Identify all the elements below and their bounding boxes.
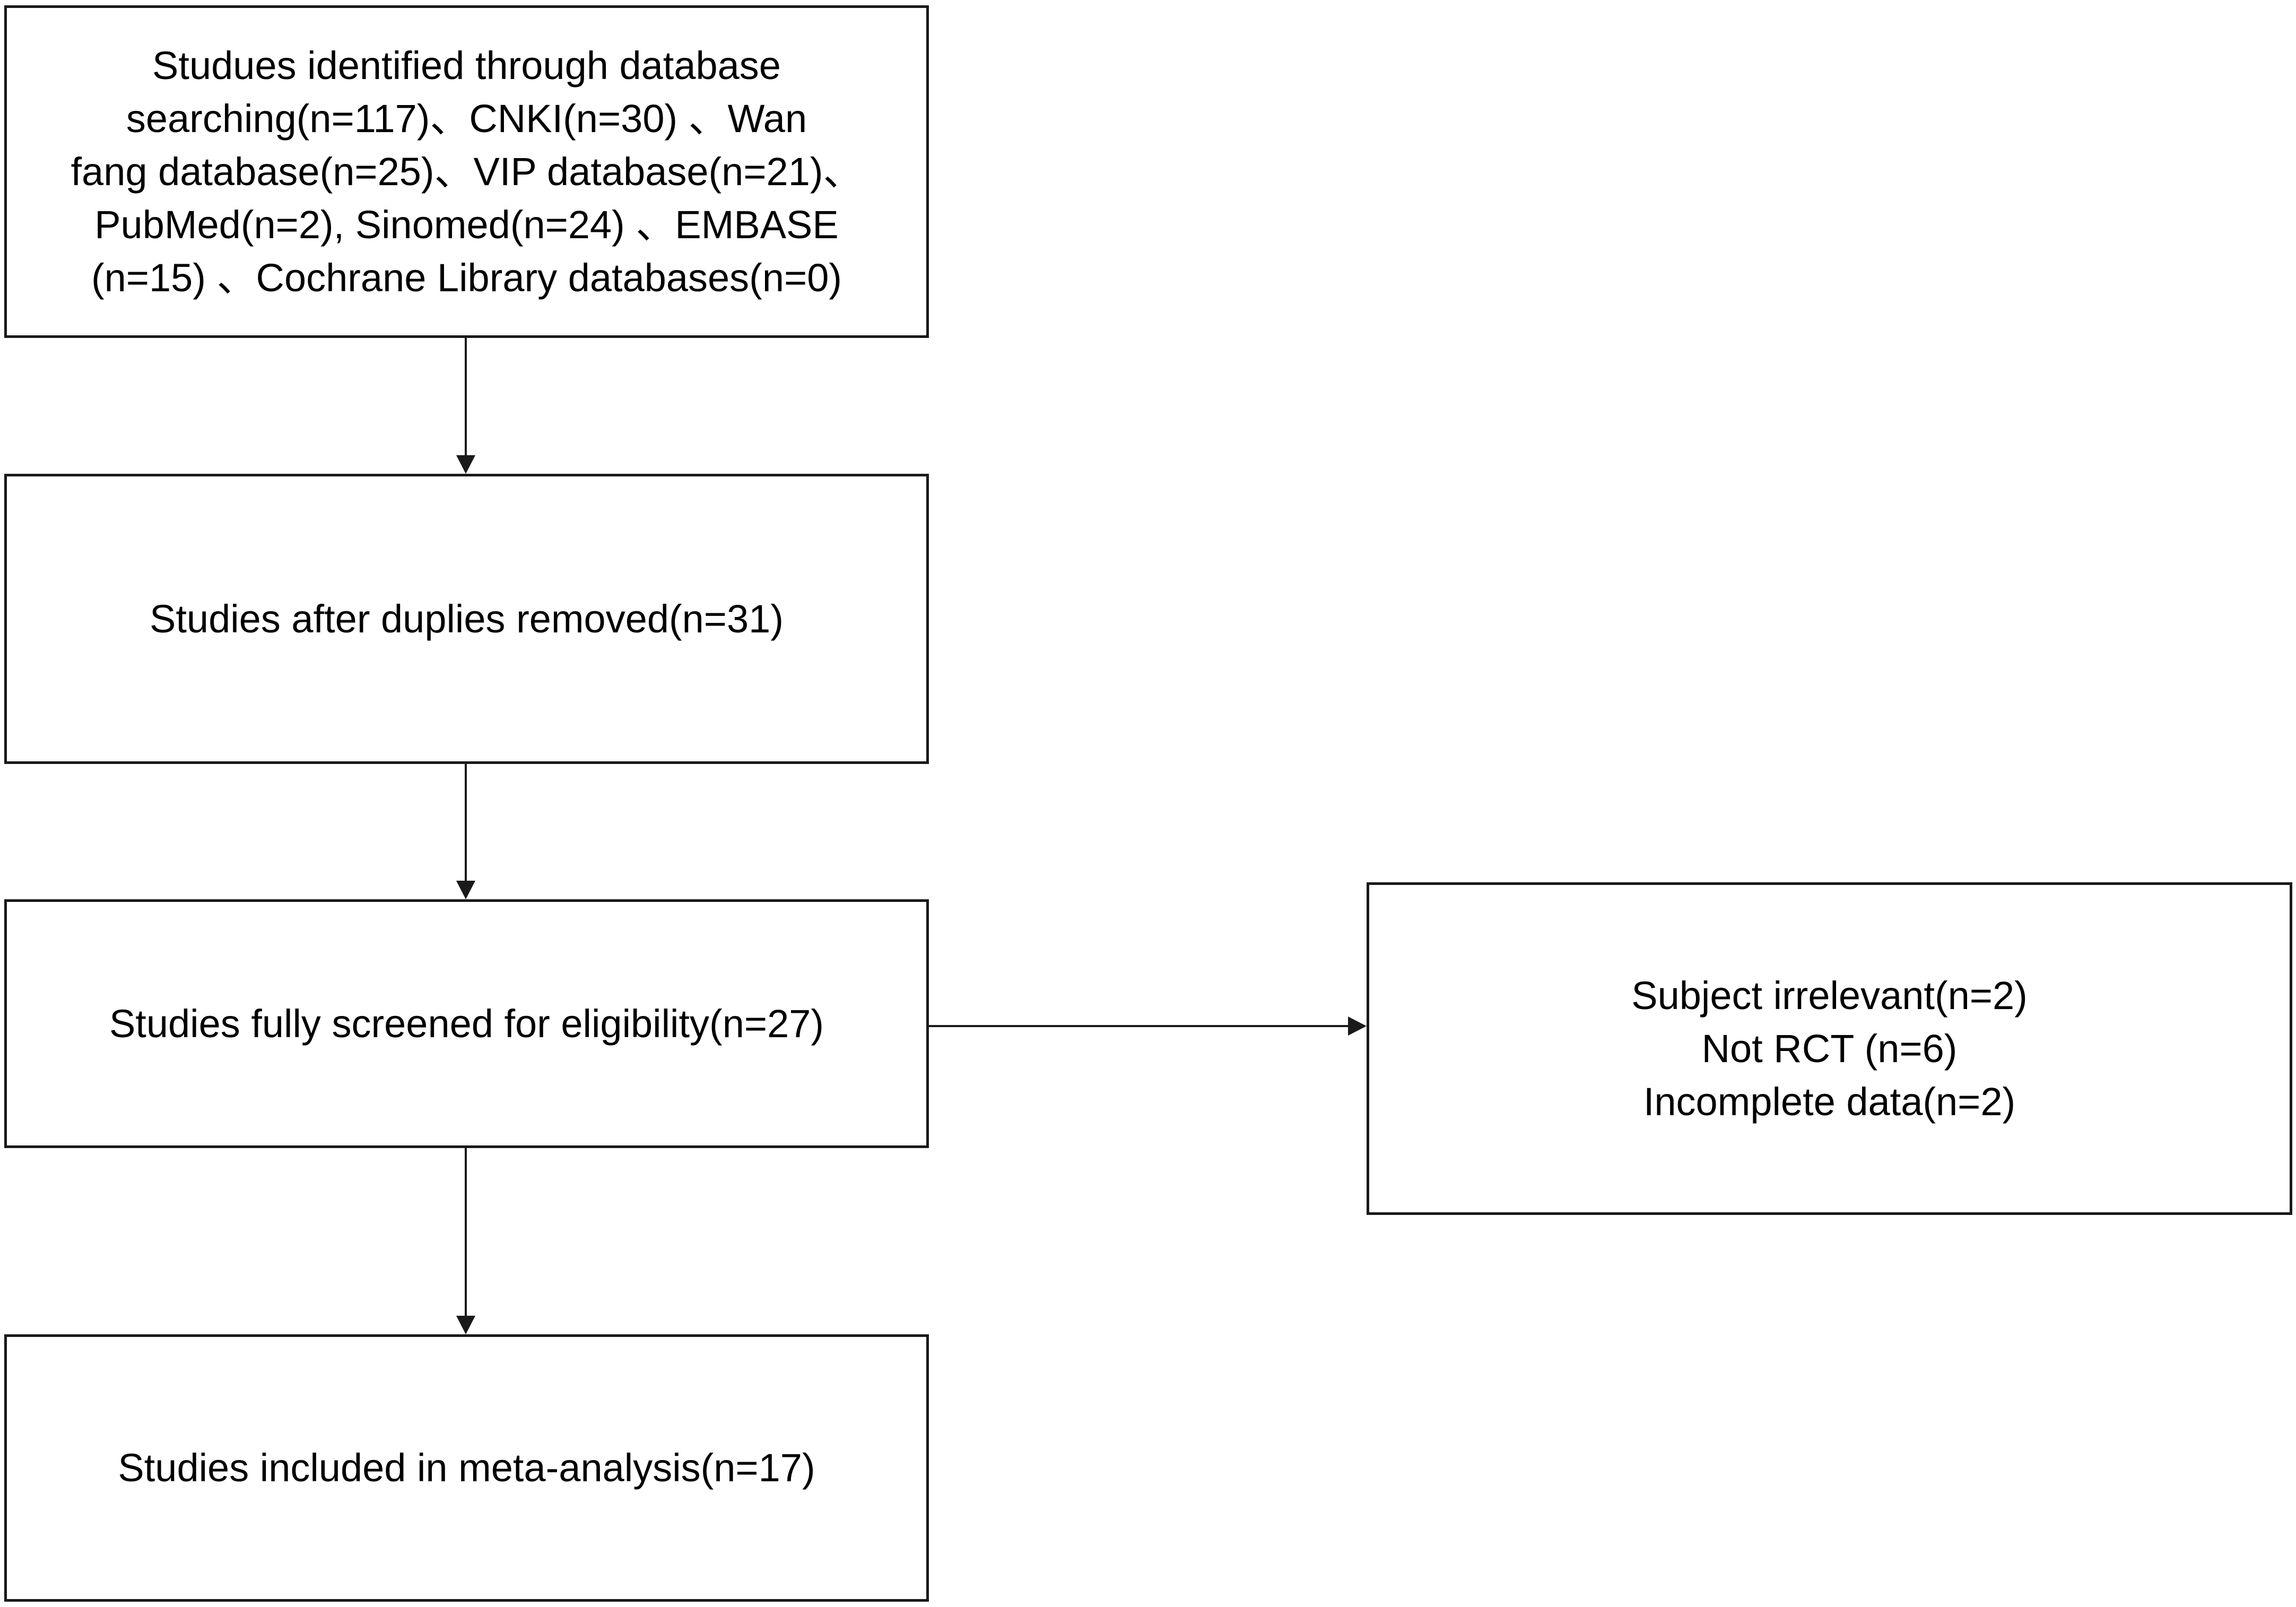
identified-line-5: (n=15) 、Cochrane Library databases(n=0) [91,255,842,300]
excluded-reason-subject-irrelevant: Subject irrelevant(n=2) [1631,973,2028,1018]
arrowhead-excluded [1348,1017,1367,1036]
excluded-reason-incomplete-data: Incomplete data(n=2) [1643,1079,2016,1124]
full-screening-text: Studies fully screened for eligibility(n… [109,1001,824,1046]
identified-line-3: fang database(n=25)、VIP database(n=21)、 [71,149,863,194]
arrowhead-screened [456,881,475,899]
meta-analysis-included-text: Studies included in meta-analysis(n=17) [118,1446,815,1490]
full-screening-box: Studies fully screened for eligibility(n… [4,899,929,1148]
excluded-reason-not-rct: Not RCT (n=6) [1701,1026,1958,1071]
identified-line-2: searching(n=117)、CNKI(n=30) 、Wan [126,96,807,141]
arrowhead-included [456,1316,475,1334]
identified-line-4: PubMed(n=2), Sinomed(n=24) 、EMBASE [94,202,839,247]
records-identified-box: Studues identified through database sear… [4,5,929,338]
identified-line-1: Studues identified through database [152,43,781,88]
excluded-studies-box: Subject irrelevant(n=2) Not RCT (n=6) In… [1367,882,2292,1215]
meta-analysis-included-box: Studies included in meta-analysis(n=17) [4,1334,929,1602]
arrowhead-duplicates [456,455,475,474]
duplicates-removed-box: Studies after duplies removed(n=31) [4,474,929,764]
duplicates-removed-text: Studies after duplies removed(n=31) [150,596,784,641]
